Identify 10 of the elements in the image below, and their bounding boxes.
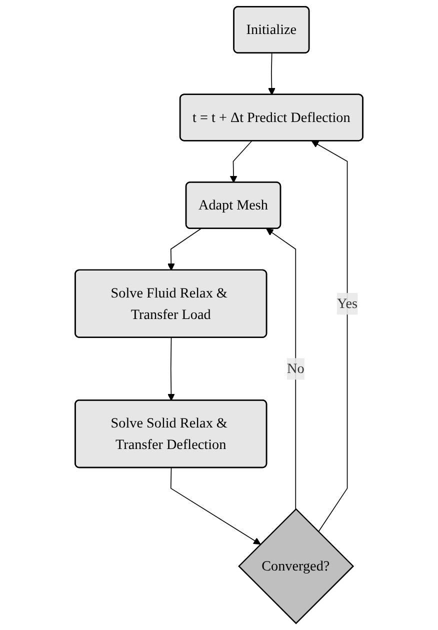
arrow [266, 228, 296, 510]
arrow [230, 140, 252, 183]
edge-label: Yes [336, 296, 358, 312]
arrow [268, 52, 276, 96]
edge-label: No [286, 360, 304, 376]
arrow [311, 140, 348, 532]
arrow [168, 228, 202, 271]
node-diamond: Converged? [238, 508, 354, 624]
arrow [170, 468, 261, 545]
arrow [168, 337, 175, 401]
